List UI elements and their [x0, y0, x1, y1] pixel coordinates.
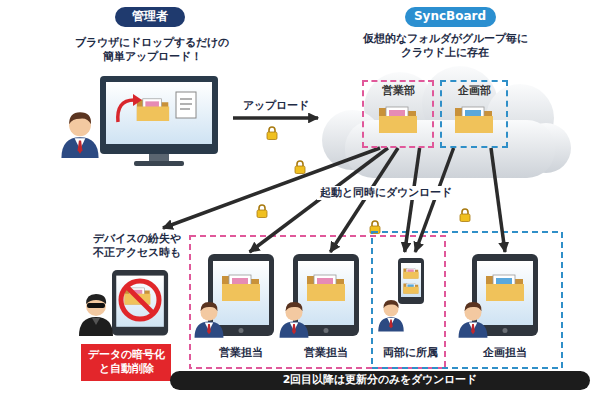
group-folder-box: 営業部	[362, 80, 434, 148]
tablet-devices-part-part	[239, 328, 244, 333]
cloud-shape-part	[455, 107, 493, 133]
tablet-devices-part-part	[298, 261, 354, 325]
device-box: 両部に所属	[377, 252, 443, 360]
tablet-devices-part-part	[403, 283, 418, 293]
tablet-devices-part-part	[401, 263, 421, 297]
node-text: 企画担当	[483, 346, 527, 360]
cloud-shape	[322, 66, 571, 178]
admin-person-and-monitor-part	[180, 98, 192, 100]
node-text: デバイスの紛失や 不正アクセス時も	[87, 232, 187, 261]
group-dashed-frames	[190, 232, 562, 368]
admin-person-and-monitor-part	[149, 154, 169, 162]
cloud-shape-part	[379, 107, 417, 133]
note-label: 起動と同時にダウンロード	[317, 186, 455, 200]
node-text: 営業担当	[219, 346, 263, 360]
admin-person-and-monitor-part	[133, 94, 142, 106]
admin-person-and-monitor	[61, 76, 218, 166]
admin-person-and-monitor-part	[180, 103, 192, 105]
lock-icons-part	[257, 205, 267, 218]
note-bar: 2回目以降は更新分のみをダウンロード	[170, 371, 590, 390]
tablet-devices-part	[378, 300, 404, 332]
node-text: 2回目以降は更新分のみをダウンロード	[283, 373, 478, 387]
lock-icons-part	[295, 161, 305, 174]
node-text: 仮想的なフォルダがグループ毎に クラウド上に存在	[350, 32, 540, 61]
tablet-devices-part	[280, 302, 309, 338]
lost-device-figure-part	[79, 294, 113, 336]
admin-person-and-monitor-part	[118, 100, 134, 122]
service-pill: SyncBoard	[405, 7, 496, 27]
lock-icons-part	[267, 127, 277, 140]
download-arrow	[491, 148, 505, 252]
group-dashed-frames-part	[190, 236, 445, 368]
node-text: 企画部	[458, 84, 491, 98]
group-folder-box: 企画部	[440, 80, 508, 148]
device-box: 営業担当	[283, 252, 369, 360]
lost-device-figure-part-part	[112, 270, 168, 336]
node-text: ブラウザにドロップするだけの 簡単アップロード！	[71, 36, 233, 65]
lost-device-figure-part-part	[116, 276, 164, 327]
tablet-devices	[195, 254, 538, 338]
download-arrow	[233, 116, 318, 120]
admin-person-and-monitor-part	[134, 161, 184, 166]
tablet-devices-part-part	[477, 261, 533, 325]
tablet-devices-part-part	[398, 258, 424, 304]
edge-label: アップロード	[240, 99, 312, 113]
admin-person-and-monitor-part	[137, 99, 169, 121]
lost-device-figure-part	[112, 270, 168, 336]
device-box: 営業担当	[198, 252, 284, 360]
lost-device-figure	[79, 270, 168, 336]
node-text: SyncBoard	[414, 9, 486, 25]
node-text: 営業部	[382, 84, 415, 98]
lost-device-box: デバイスの紛失や 不正アクセス時も	[78, 228, 196, 340]
lost-device-figure-part	[127, 287, 153, 313]
lock-icons-part	[460, 209, 470, 222]
node-text: データの暗号化 と自動削除	[86, 348, 166, 377]
tablet-devices-part-part	[213, 261, 269, 325]
lost-device-figure-part	[121, 281, 159, 319]
admin-person-and-monitor-part	[106, 82, 212, 144]
tablet-devices-part-part	[222, 275, 260, 301]
tablet-devices-part	[398, 258, 424, 304]
security-box: データの暗号化 と自動削除	[81, 344, 171, 381]
tablet-devices-part-part	[208, 254, 274, 336]
admin-person-and-monitor-part	[180, 108, 190, 110]
tablet-devices-part	[293, 254, 359, 336]
tablet-devices-part	[195, 302, 224, 338]
tablet-devices-part-part	[403, 268, 418, 278]
admin-person-and-monitor-part	[100, 76, 218, 154]
admin-person-and-monitor-part	[176, 92, 196, 118]
cloud-box: 仮想的なフォルダがグループ毎に クラウド上に存在営業部 企画部	[318, 32, 572, 178]
tablet-devices-part-part	[486, 275, 524, 301]
admin-upload-box: ブラウザにドロップするだけの 簡単アップロード！	[71, 36, 233, 164]
group-dashed-frames-part	[372, 232, 562, 368]
tablet-devices-part-part	[472, 254, 538, 336]
device-box: 企画担当	[462, 252, 548, 360]
tablet-devices-part	[472, 254, 538, 336]
tablet-devices-part-part	[307, 275, 345, 301]
tablet-devices-part-part	[503, 328, 508, 333]
tablet-devices-part-part	[293, 254, 359, 336]
node-text: 管理者	[132, 9, 168, 25]
tablet-devices-part	[208, 254, 274, 336]
node-text: 両部に所属	[383, 346, 438, 360]
role-pill: 管理者	[115, 7, 185, 27]
node-text: 営業担当	[304, 346, 348, 360]
admin-person-and-monitor-part	[61, 112, 98, 158]
tablet-devices-part	[459, 302, 488, 338]
tablet-devices-part-part	[324, 328, 329, 333]
